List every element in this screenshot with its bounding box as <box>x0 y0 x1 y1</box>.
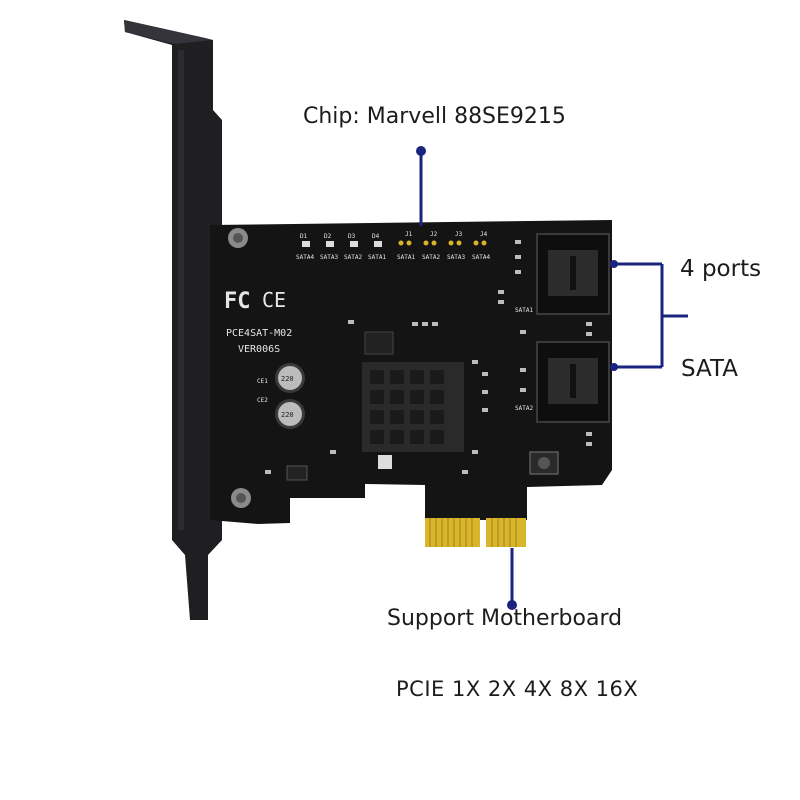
led-label: SATA1 <box>368 254 386 261</box>
capacitor-id: CE1 <box>257 378 268 385</box>
ports-callout: 4 ports <box>680 256 762 282</box>
gold-fingers <box>425 518 526 547</box>
ce-logo: CE <box>262 288 286 312</box>
led-id: D2 <box>324 233 332 240</box>
jumper-label: SATA3 <box>447 254 465 261</box>
led-label: SATA4 <box>296 254 314 261</box>
board-version: VER006S <box>238 344 280 355</box>
pcie-callout: PCIE 1X 2X 4X 8X 16X <box>396 677 639 701</box>
callout-dot <box>610 363 618 371</box>
capacitor <box>275 399 305 429</box>
callout-dot <box>507 600 517 610</box>
capacitor-value: 220 <box>281 411 294 419</box>
led-id: D4 <box>372 233 380 240</box>
fc-logo: FC <box>224 289 251 314</box>
led-id: D3 <box>348 233 356 240</box>
callout-dot <box>416 146 426 156</box>
jumper-id: J1 <box>405 231 413 238</box>
jumper-label: SATA2 <box>422 254 440 261</box>
ic-chip <box>364 331 394 355</box>
callout-lines <box>419 152 688 604</box>
capacitor-value: 220 <box>281 375 294 383</box>
led-label: SATA2 <box>344 254 362 261</box>
jumper-id: J4 <box>480 231 488 238</box>
sata-connector-2 <box>536 341 610 423</box>
led-row <box>302 241 382 247</box>
jumper-label: SATA1 <box>397 254 415 261</box>
jumper-label: SATA4 <box>472 254 490 261</box>
sata-connector-1 <box>536 233 610 315</box>
connector-label: SATA2 <box>515 405 533 412</box>
led-label: SATA3 <box>320 254 338 261</box>
smd-components <box>265 240 592 474</box>
jumper-row <box>398 240 487 246</box>
crystal <box>378 455 392 469</box>
pci-bracket <box>124 20 222 620</box>
chip-callout: Chip: Marvell 88SE9215 <box>303 104 566 129</box>
connector-label: SATA1 <box>515 307 533 314</box>
board-model: PCE4SAT-M02 <box>226 328 292 339</box>
sata-callout: SATA <box>681 356 738 382</box>
support-callout: Support Motherboard <box>387 606 623 631</box>
jumper-id: J3 <box>455 231 463 238</box>
capacitor <box>275 363 305 393</box>
jumper-id: J2 <box>430 231 438 238</box>
capacitor-id: CE2 <box>257 397 268 404</box>
regulator-chip <box>286 465 308 481</box>
heatsink <box>362 362 464 452</box>
callout-dot <box>610 260 618 268</box>
led-id: D1 <box>300 233 308 240</box>
